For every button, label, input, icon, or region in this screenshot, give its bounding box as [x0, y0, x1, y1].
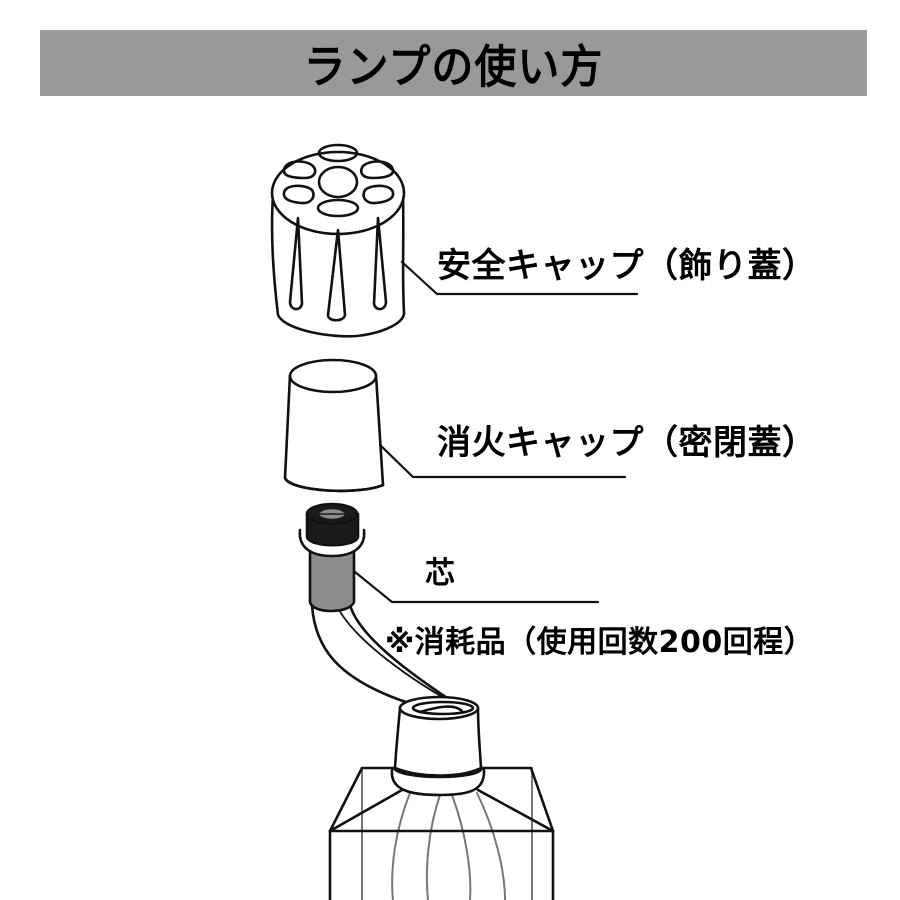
title-bar: ランプの使い方 [40, 30, 867, 96]
extinguish-cap-drawing [283, 358, 627, 493]
safety-cap-label: 安全キャップ（飾り蓋） [437, 246, 817, 286]
wick-consumable-note: ※消耗品（使用回数200回程） [385, 625, 815, 660]
safety-cap-drawing [270, 143, 639, 338]
bottle-drawing [328, 695, 555, 900]
wick-drawing [298, 502, 600, 714]
extinguish-cap-label: 消火キャップ（密閉蓋） [437, 423, 817, 463]
page-title: ランプの使い方 [303, 39, 604, 93]
wick-label: 芯 [425, 556, 456, 591]
